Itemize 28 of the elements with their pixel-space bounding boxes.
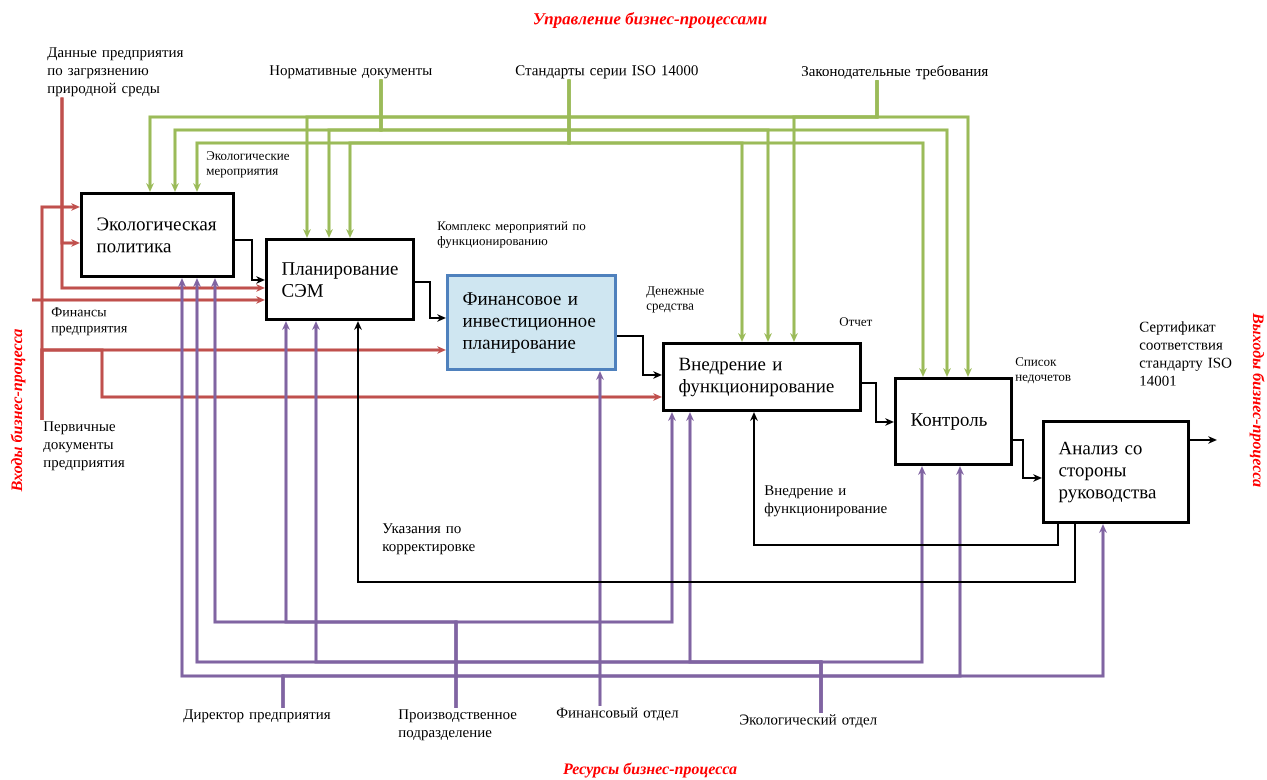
edge-label: Денежные средства — [646, 286, 704, 313]
node-label: Нормативные документы — [269, 65, 432, 79]
edge-label: Отчет — [839, 317, 873, 326]
side-label: Входы бизнес-процесса — [10, 329, 26, 492]
edge-label: Комплекс мероприятий по функционированию — [437, 221, 586, 248]
edge-label: Финансы предприятия — [51, 307, 128, 336]
title: Управление бизнес-процессами — [533, 12, 767, 28]
edge-label: Список недочетов — [1015, 357, 1071, 384]
edge-label: Внедрение и функционирование — [764, 485, 887, 517]
process-box: Планирование СЭМ — [265, 238, 415, 321]
process-box: Экологическая политика — [80, 192, 235, 278]
process-box: Финансовое и инвестиционное планирование — [446, 274, 617, 371]
note-label: Экологические мероприятия — [206, 151, 289, 178]
process-box: Внедрение и функционирование — [662, 342, 862, 412]
node-label: Экологический отдел — [740, 714, 877, 728]
node-label: Законодательные требования — [801, 65, 988, 80]
process-box: Контроль — [894, 377, 1013, 466]
node-label: Производственное подразделение — [398, 709, 517, 741]
node-label: Первичные документы предприятия — [43, 421, 125, 471]
node-label: Данные предприятия по загрязнению природной среды — [47, 47, 184, 97]
node-label: Директор предприятия — [183, 709, 331, 723]
node-label: Финансовый отдел — [556, 707, 679, 721]
edge-label: Сертификат соответствия стандарту ISO 14001 — [1139, 321, 1232, 386]
edge-label: Указания по корректировке — [382, 523, 475, 555]
node-label: Стандарты серии ISO 14000 — [515, 65, 698, 79]
side-label: Ресурсы бизнес-процесса — [563, 762, 737, 778]
process-box: Анализ со стороны руководства — [1042, 420, 1190, 524]
side-label: Выходы бизнес-процесса — [1249, 312, 1265, 487]
